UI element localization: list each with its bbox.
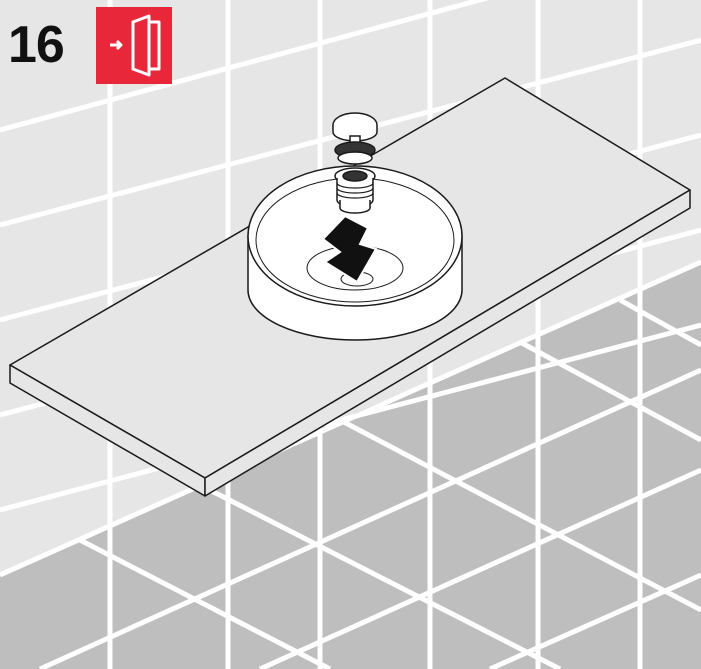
step-badge — [96, 7, 172, 84]
step-number: 16 — [8, 14, 64, 76]
